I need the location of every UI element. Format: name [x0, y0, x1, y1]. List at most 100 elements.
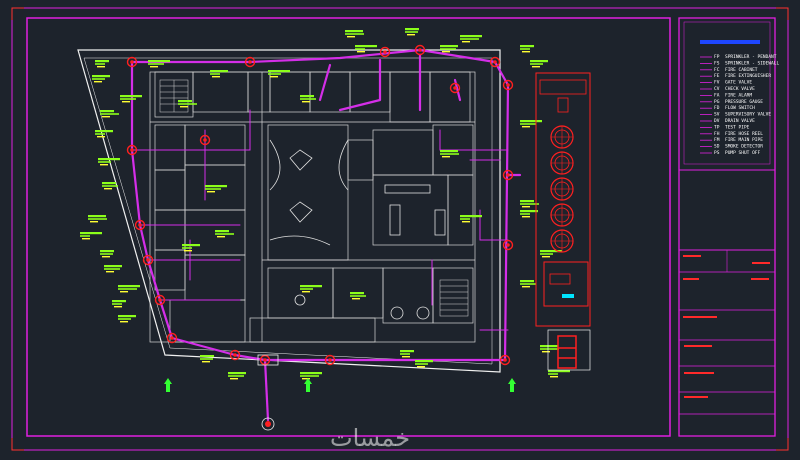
annotation-tag: [92, 75, 110, 83]
hose-reel-node: [324, 354, 336, 366]
hose-reel-node: [126, 56, 138, 68]
annotation-tag: [460, 215, 482, 223]
legend-code: DV: [714, 118, 720, 124]
legend-code: FP: [714, 54, 720, 60]
legend-label: SUPERVISORY VALVE: [725, 112, 771, 118]
legend-code: CV: [714, 86, 720, 92]
annotation-tag: [350, 292, 366, 300]
legend-row: FV GATE VALVE: [700, 80, 752, 86]
annotation-tag: [100, 110, 119, 118]
annotation-tag: [405, 28, 419, 36]
legend-label: SPRINKLER - SIDEWALL: [725, 60, 779, 66]
outer-frame: [11, 7, 789, 451]
annotation-tag: [300, 285, 322, 293]
hose-reel-node: [502, 79, 514, 91]
annotation-tag: [520, 45, 534, 53]
legend-label: PRESSURE GAUGE: [725, 99, 763, 105]
annotation-tag: [440, 45, 458, 53]
drawing-frame: [26, 17, 671, 437]
annotation-tag: [520, 210, 538, 218]
hose-reel-node: [502, 169, 514, 181]
water-tank: [550, 177, 574, 201]
annotation-tag: [95, 60, 109, 68]
legend-code: FD: [714, 105, 720, 111]
annotation-tag: [345, 30, 364, 38]
annotation-tag: [178, 100, 197, 108]
hose-reel-node: [166, 332, 178, 344]
corner-marks: [11, 7, 789, 451]
water-tanks: [550, 125, 574, 253]
annotation-tag: [102, 182, 118, 190]
legend-row: FH FIRE HOSE REEL: [700, 131, 763, 137]
legend-code: FH: [714, 131, 720, 137]
annotation-tag: [95, 130, 113, 138]
annotation-tag: [415, 360, 433, 368]
legend-row: DV DRAIN VALVE: [700, 118, 755, 124]
annotation-tag: [200, 355, 214, 363]
annotation-tag: [300, 95, 316, 103]
lobby-features: [269, 139, 446, 320]
legend-label: DRAIN VALVE: [725, 118, 755, 124]
annotation-tags: [80, 28, 570, 380]
legend-code: SD: [714, 144, 720, 150]
annotation-tag: [460, 35, 482, 43]
tank-room: [535, 72, 591, 371]
annotation-tag: [80, 232, 102, 240]
legend-row: FM FIRE MAIN PIPE: [700, 137, 763, 143]
annotation-tag: [540, 250, 562, 258]
legend-label: FIRE HOSE REEL: [725, 131, 763, 137]
annotation-tag: [205, 185, 227, 193]
legend-code: FM: [714, 137, 720, 143]
hose-reel-node: [379, 46, 391, 58]
hose-reel-node: [449, 82, 461, 94]
hose-reel-node: [199, 134, 211, 146]
legend-row: FP SPRINKLER - PENDANT: [700, 54, 777, 60]
legend-code: FV: [714, 80, 720, 86]
branch-pipes: [131, 109, 509, 331]
annotation-tag: [215, 230, 234, 238]
legend-label: FIRE CABINET: [725, 67, 758, 73]
legend-label: SPRINKLER - PENDANT: [725, 54, 777, 60]
watermark: خمسات: [330, 424, 411, 452]
legend-label: CHECK VALVE: [725, 86, 755, 92]
legend-code: FS: [714, 60, 720, 66]
legend-code: SV: [714, 112, 720, 118]
legend-label: FLOW SWITCH: [725, 105, 755, 111]
annotation-tag: [300, 372, 322, 380]
hose-reel-node: [126, 144, 138, 156]
hose-reel-node: [142, 254, 154, 266]
legend-label: FIRE ALARM: [725, 92, 752, 98]
annotation-tag: [118, 315, 136, 323]
hose-reel-node: [229, 349, 241, 361]
legend-label: PUMP SHUT OFF: [725, 150, 761, 156]
annotation-tag: [100, 250, 114, 258]
annotation-tag: [268, 70, 290, 78]
hose-reel-node: [244, 56, 256, 68]
annotation-tag: [104, 265, 122, 273]
legend-label: GATE VALVE: [725, 80, 752, 86]
hose-reel-node: [134, 219, 146, 231]
annotation-tag: [228, 372, 246, 380]
legend-row: SD SMOKE DETECTOR: [700, 144, 763, 150]
legend-row: SV SUPERVISORY VALVE: [700, 112, 771, 118]
annotation-tag: [120, 95, 142, 103]
hose-reel-node: [499, 354, 511, 366]
annotation-tag: [400, 350, 414, 358]
legend-label: FIRE MAIN PIPE: [725, 137, 763, 143]
legend-code: FE: [714, 73, 720, 79]
annotation-tag: [520, 200, 539, 208]
fire-pipes: [130, 48, 522, 422]
annotation-tag: [548, 370, 570, 378]
fire-hose-reels: [126, 44, 514, 366]
water-tank: [550, 229, 574, 253]
legend-row: FS SPRINKLER - SIDEWALL: [700, 60, 779, 66]
legend-label: SMOKE DETECTOR: [725, 144, 763, 150]
annotation-tag: [112, 300, 126, 308]
annotation-tag: [210, 70, 228, 78]
